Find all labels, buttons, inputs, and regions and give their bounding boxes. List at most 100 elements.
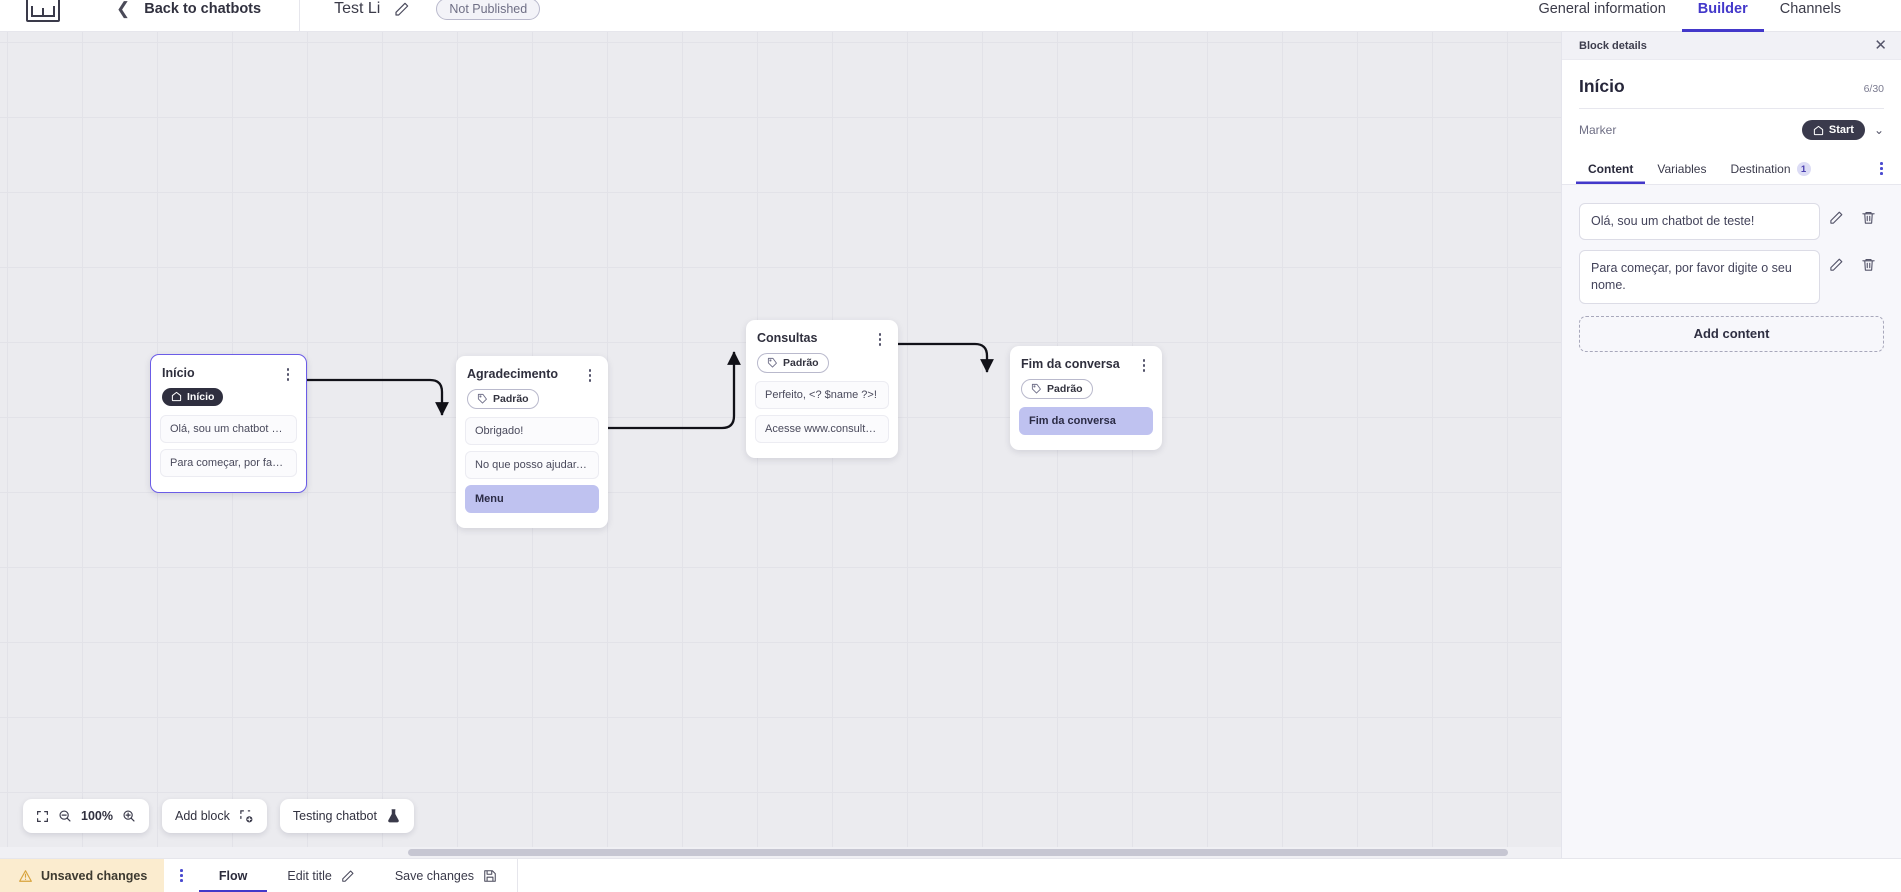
tag-icon (477, 394, 487, 404)
chatbot-title: Test Li (334, 0, 381, 17)
panel-content-list: Olá, sou um chatbot de teste! Para começ… (1562, 185, 1901, 352)
back-chevron-icon[interactable]: ❮ (116, 0, 131, 18)
statusbar-item-save-changes[interactable]: Save changes (375, 859, 517, 892)
testing-chatbot-button[interactable]: Testing chatbot (279, 799, 414, 833)
node-marker-row: Padrão (746, 346, 898, 382)
node-message[interactable]: Acesse www.consultas.com par... (755, 415, 889, 444)
node-title: Fim da conversa (1021, 357, 1120, 371)
tab-general-information[interactable]: General information (1538, 0, 1666, 17)
node-marker-chip-default[interactable]: Padrão (467, 388, 539, 409)
flow-edges (307, 342, 994, 430)
flask-icon (386, 808, 401, 824)
block-details-panel: Block details ✕ Início 6/30 Marker Start… (1561, 32, 1901, 858)
node-marker-chip-default[interactable]: Padrão (757, 352, 829, 373)
marker-label: Marker (1579, 123, 1617, 137)
marker-select-value[interactable]: Start (1801, 120, 1865, 140)
testing-chatbot-label: Testing chatbot (292, 809, 377, 823)
node-kebab-menu-icon[interactable] (873, 331, 887, 346)
add-block-button[interactable]: Add block (161, 799, 267, 833)
fit-screen-icon[interactable] (36, 810, 49, 823)
zoom-in-icon[interactable] (122, 809, 136, 823)
save-icon (483, 869, 497, 883)
node-marker-label: Padrão (783, 356, 819, 369)
zoom-controls[interactable]: 100% (23, 799, 149, 833)
scrollbar-thumb[interactable] (408, 849, 1508, 856)
flow-canvas[interactable]: Início Início Olá, sou um chatbot de tes… (0, 32, 1561, 858)
add-content-button[interactable]: Add content (1579, 315, 1884, 352)
node-marker-row: Início (151, 381, 306, 416)
flow-node-fim-da-conversa[interactable]: Fim da conversa Padrão Fim da conversa (1010, 346, 1162, 451)
canvas-horizontal-scrollbar[interactable] (0, 847, 1561, 858)
tab-variables[interactable]: Variables (1645, 153, 1718, 184)
node-marker-label: Início (187, 390, 215, 403)
top-bar: ❮ Back to chatbots Test Li Not Published… (0, 0, 1901, 32)
node-marker-chip-start[interactable]: Início (162, 387, 224, 406)
block-title[interactable]: Início (1579, 76, 1625, 96)
edit-title-label: Edit title (287, 868, 332, 883)
content-text[interactable]: Para começar, por favor digite o seu nom… (1579, 249, 1820, 304)
back-to-chatbots-link[interactable]: Back to chatbots (144, 0, 262, 17)
statusbar-divider (517, 858, 519, 892)
content-text[interactable]: Olá, sou um chatbot de teste! (1579, 203, 1820, 240)
node-message[interactable]: Para começar, por favor digite o ... (160, 449, 297, 478)
panel-tabs: Content Variables Destination 1 (1562, 153, 1901, 185)
top-tabs: General information Builder Channels (1522, 0, 1901, 32)
content-delete-trash-icon[interactable] (1852, 203, 1884, 225)
content-item: Para começar, por favor digite o seu nom… (1579, 249, 1884, 304)
tab-content[interactable]: Content (1576, 153, 1645, 184)
content-edit-pencil-icon[interactable] (1820, 203, 1852, 225)
node-message-highlighted[interactable]: Fim da conversa (1019, 407, 1153, 436)
node-marker-label: Padrão (493, 392, 529, 405)
home-icon (1813, 125, 1824, 135)
node-message-highlighted[interactable]: Menu (465, 485, 599, 514)
statusbar-item-edit-title[interactable]: Edit title (267, 859, 374, 892)
chevron-down-icon[interactable]: ⌄ (1873, 123, 1884, 137)
tab-variables-label: Variables (1657, 162, 1707, 176)
node-message[interactable]: Perfeito, <? $name ?>! (755, 381, 889, 410)
save-changes-label: Save changes (394, 868, 475, 883)
node-header: Consultas (746, 320, 898, 346)
content-delete-trash-icon[interactable] (1852, 250, 1884, 272)
node-header: Agradecimento (456, 356, 608, 382)
panel-overflow-kebab-menu-icon[interactable] (1876, 162, 1887, 175)
node-header: Fim da conversa (1010, 346, 1162, 372)
statusbar-item-flow[interactable]: Flow (199, 859, 267, 892)
pencil-icon (341, 869, 355, 883)
node-message[interactable]: Obrigado! (465, 417, 599, 446)
app-logo[interactable] (26, 0, 60, 22)
panel-title-label: Block details (1579, 39, 1647, 52)
char-counter: 6/30 (1863, 83, 1884, 95)
node-message[interactable]: No que posso ajudar, <? $name ... (465, 451, 599, 480)
node-message[interactable]: Olá, sou um chatbot de teste! (160, 415, 297, 444)
node-kebab-menu-icon[interactable] (281, 366, 295, 381)
toolbar-divider (299, 0, 301, 32)
node-kebab-menu-icon[interactable] (1137, 357, 1151, 372)
close-icon[interactable]: ✕ (1874, 37, 1887, 54)
content-edit-pencil-icon[interactable] (1820, 250, 1852, 272)
node-header: Início (151, 355, 306, 381)
node-title: Agradecimento (467, 367, 558, 381)
flow-node-inicio[interactable]: Início Início Olá, sou um chatbot de tes… (150, 354, 307, 494)
statusbar-kebab-menu-icon[interactable] (164, 869, 199, 882)
node-marker-chip-default[interactable]: Padrão (1021, 378, 1093, 399)
panel-title-row: Início 6/30 (1579, 76, 1884, 97)
tab-builder[interactable]: Builder (1682, 0, 1764, 32)
flow-node-agradecimento[interactable]: Agradecimento Padrão Obrigado! No que po… (456, 356, 608, 529)
node-marker-row: Padrão (1010, 372, 1162, 408)
tag-icon (767, 358, 777, 368)
marker-row: Marker Start ⌄ (1579, 109, 1884, 153)
warning-icon (18, 869, 33, 883)
divider (1579, 108, 1884, 109)
flow-node-consultas[interactable]: Consultas Padrão Perfeito, <? $name ?>! … (746, 320, 898, 459)
node-kebab-menu-icon[interactable] (583, 367, 597, 382)
add-block-label: Add block (174, 809, 230, 823)
bottom-status-bar: Unsaved changes Flow Edit title Save cha… (0, 858, 1901, 892)
tab-channels[interactable]: Channels (1779, 0, 1841, 17)
canvas-toolbars: 100% Add block Testing chatbot (23, 799, 414, 833)
tab-destination-badge: 1 (1796, 162, 1811, 176)
edit-title-pencil-icon[interactable] (394, 1, 410, 17)
panel-header: Início 6/30 Marker Start ⌄ (1562, 60, 1901, 153)
tab-destination[interactable]: Destination 1 (1718, 153, 1822, 184)
node-marker-row: Padrão (456, 382, 608, 418)
zoom-out-icon[interactable] (58, 809, 72, 823)
